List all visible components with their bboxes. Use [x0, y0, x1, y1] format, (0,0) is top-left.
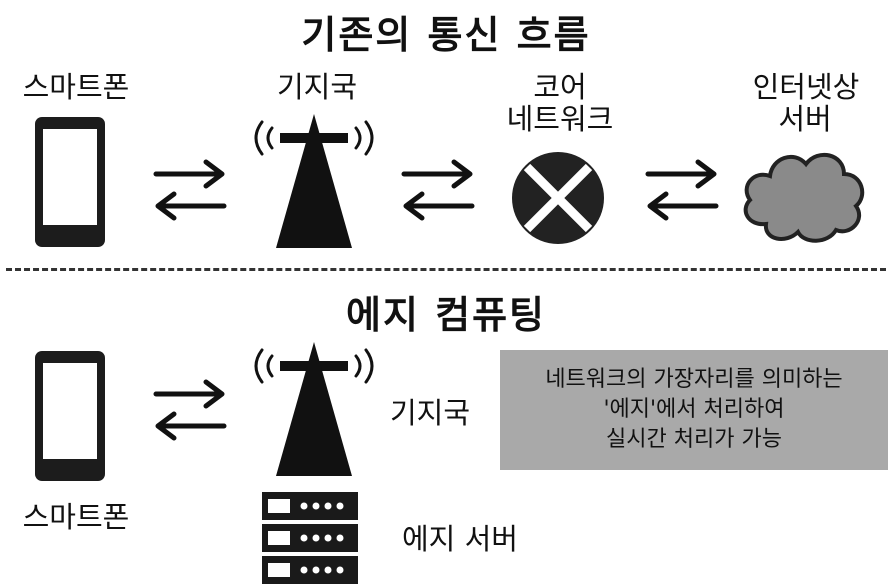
base-station-tower-icon: [254, 342, 374, 476]
core-network-label-line2: 네트워크: [506, 102, 614, 136]
edge-explanation-box: 네트워크의 가장자리를 의미하는 '에지'에서 처리하여 실시간 처리가 가능: [500, 350, 888, 470]
edge-server-rack-icon: [262, 492, 358, 584]
smartphone-label-edge: 스마트폰: [22, 500, 130, 534]
bidirectional-arrow-icon: [401, 159, 475, 221]
section-title-traditional: 기존의 통신 흐름: [301, 13, 591, 57]
bidirectional-arrow-icon: [153, 379, 227, 441]
note-line: '에지'에서 처리하여: [603, 397, 785, 422]
base-station-tower-icon: [254, 114, 374, 248]
section-title-edge: 에지 컴퓨팅: [345, 293, 547, 337]
base-station-label-edge: 기지국: [390, 396, 471, 430]
core-network-label-line1: 코어: [533, 70, 587, 104]
cloud-server-icon: [743, 153, 865, 243]
smartphone-icon: [35, 117, 105, 247]
base-station-label: 기지국: [276, 70, 358, 104]
smartphone-icon: [35, 351, 105, 481]
core-network-router-icon: [512, 152, 604, 244]
note-line: 실시간 처리가 가능: [606, 427, 782, 452]
note-line: 네트워크의 가장자리를 의미하는: [545, 367, 843, 392]
smartphone-label: 스마트폰: [22, 70, 130, 104]
internet-server-label-line2: 서버: [778, 102, 832, 136]
bidirectional-arrow-icon: [153, 159, 227, 221]
edge-server-label: 에지 서버: [402, 522, 518, 556]
internet-server-label-line1: 인터넷상: [752, 70, 860, 104]
section-divider: [6, 268, 886, 271]
bidirectional-arrow-icon: [645, 159, 719, 221]
